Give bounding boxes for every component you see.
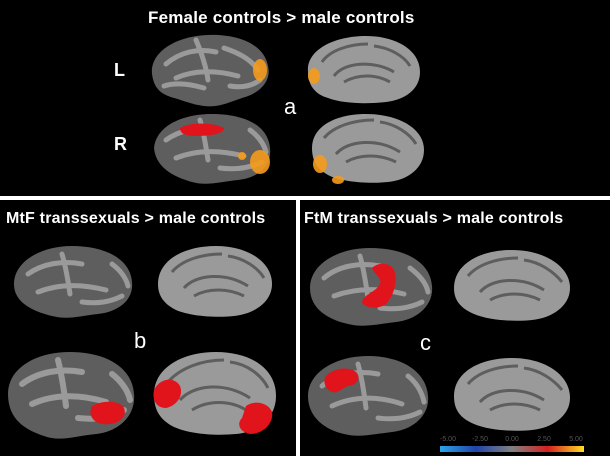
brain-ftm-right-medial [454, 358, 570, 431]
brain-left-medial [307, 36, 420, 104]
colorbar: -5.00 -2.50 0.00 2.50 5.00 [440, 436, 584, 454]
activation-region [153, 379, 182, 408]
panel-c: FtM transsexuals > male controls c -5.00… [300, 200, 610, 456]
activation-region [362, 263, 396, 308]
activation-region [90, 401, 125, 425]
brain-mtf-right-medial [153, 352, 276, 435]
panel-a-letter: a [284, 94, 297, 119]
brain-right-medial [312, 114, 424, 184]
brain-ftm-left-medial [454, 250, 570, 321]
brain-mtf-left-medial [158, 246, 272, 317]
activation-spot [313, 155, 327, 173]
brain-ftm-left-lateral [310, 248, 433, 326]
colorbar-tick-label: 2.50 [537, 436, 551, 443]
panel-b: MtF transsexuals > male controls b [0, 200, 296, 456]
activation-region [239, 402, 273, 434]
brain-right-lateral [154, 114, 271, 184]
activation-spot [250, 150, 270, 174]
colorbar-tick-label: 0.00 [505, 436, 519, 443]
panel-b-title: MtF transsexuals > male controls [6, 210, 266, 227]
colorbar-gradient [440, 446, 584, 452]
brain-mtf-left-lateral [14, 246, 133, 318]
colorbar-ticks: -5.00 -2.50 0.00 2.50 5.00 [440, 436, 584, 445]
colorbar-tick-label: -2.50 [472, 436, 488, 443]
activation-spot [253, 59, 267, 81]
horizontal-divider [0, 196, 610, 200]
panel-a-title: Female controls > male controls [148, 8, 415, 27]
panel-b-letter: b [134, 328, 147, 353]
hemisphere-right-label: R [114, 134, 127, 154]
activation-spot [308, 68, 320, 84]
panel-a: Female controls > male controls L R a [0, 0, 610, 196]
colorbar-tick-label: 5.00 [569, 436, 583, 443]
panel-c-letter: c [420, 330, 431, 355]
brain-mtf-right-lateral [8, 352, 135, 439]
activation-region [180, 123, 224, 136]
activation-region [324, 368, 359, 393]
vertical-divider [296, 196, 300, 456]
brain-ftm-right-lateral [308, 356, 429, 436]
brain-left-lateral [151, 34, 269, 107]
hemisphere-left-label: L [114, 60, 125, 80]
panel-c-title: FtM transsexuals > male controls [304, 210, 564, 227]
colorbar-tick-label: -5.00 [440, 436, 456, 443]
